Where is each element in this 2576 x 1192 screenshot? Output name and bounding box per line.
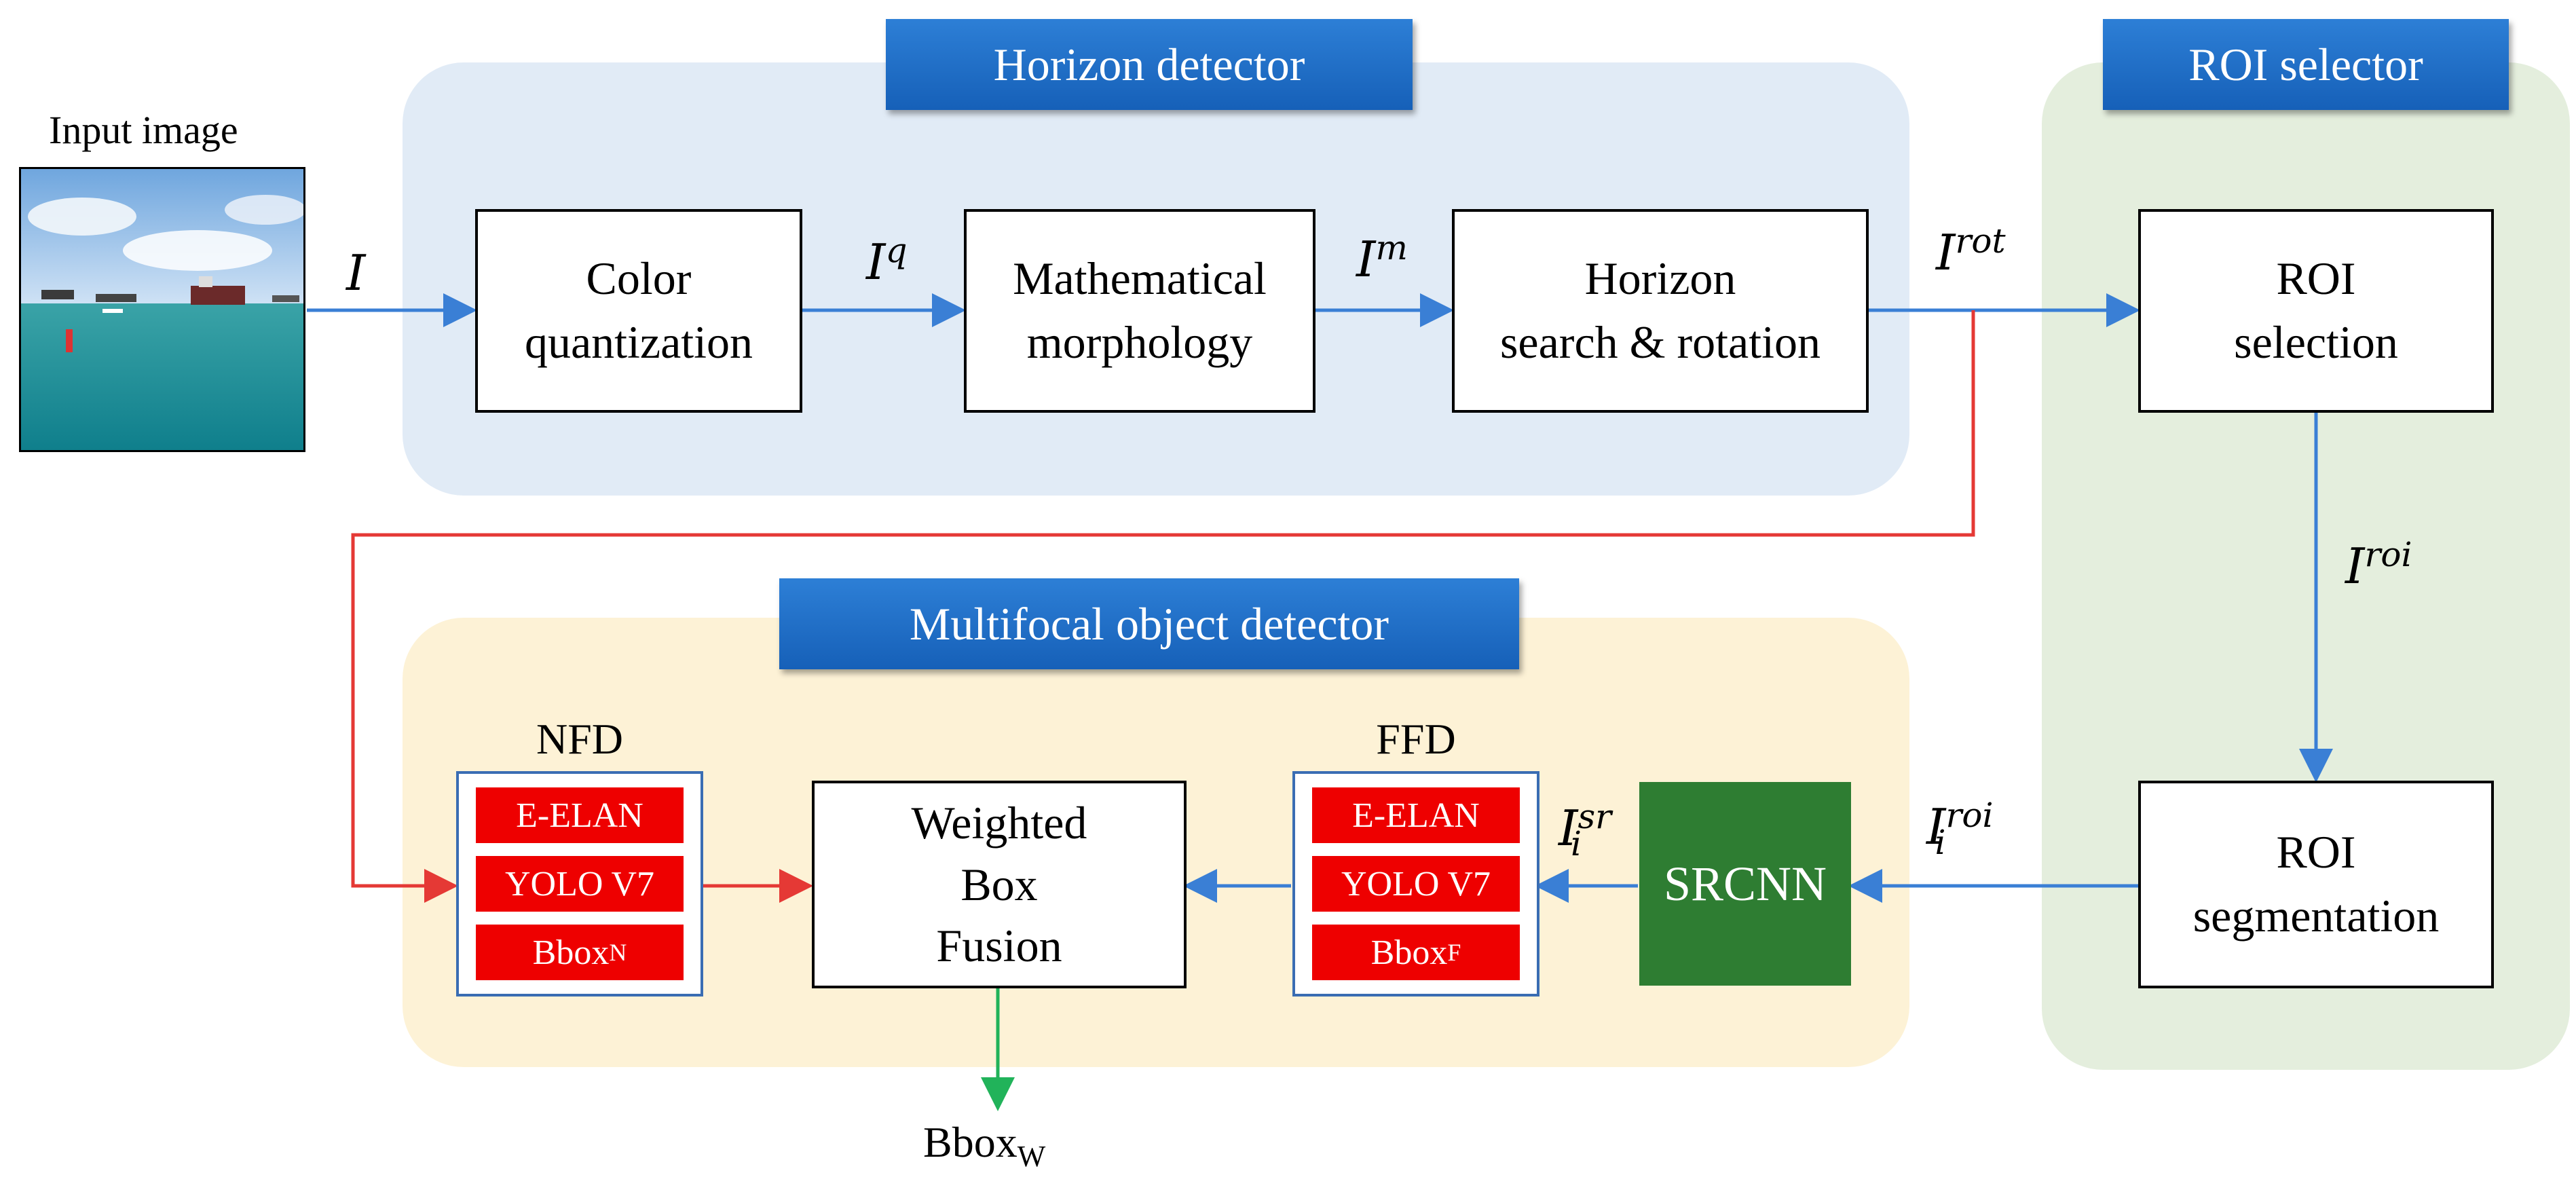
nfd-yolo-chip: YOLO V7 bbox=[476, 856, 684, 912]
horizon-detector-title: Horizon detector bbox=[886, 19, 1413, 110]
signal-iroi: Iroi bbox=[2345, 535, 2412, 595]
ffd-yolo-chip: YOLO V7 bbox=[1312, 856, 1520, 912]
sea-ships-image-icon bbox=[21, 169, 303, 450]
multifocal-detector-title: Multifocal object detector bbox=[779, 578, 1519, 669]
ffd-eelan-chip: E-ELAN bbox=[1312, 787, 1520, 843]
input-image bbox=[19, 167, 305, 452]
signal-iq: Iq bbox=[866, 231, 908, 291]
ffd-label: FFD bbox=[1376, 715, 1456, 763]
signal-i: I bbox=[346, 244, 366, 301]
signal-im: Im bbox=[1356, 228, 1408, 288]
nfd-label: NFD bbox=[536, 715, 624, 763]
signal-iisr: Isri bbox=[1558, 797, 1612, 864]
input-image-caption: Input image bbox=[49, 108, 238, 152]
nfd-eelan-chip: E-ELAN bbox=[476, 787, 684, 843]
srcnn-block: SRCNN bbox=[1639, 782, 1851, 986]
output-bbox-w: BboxW bbox=[923, 1118, 1046, 1173]
signal-iiroi: Iroii bbox=[1926, 796, 1994, 863]
roi-selector-title: ROI selector bbox=[2103, 19, 2509, 110]
signal-irot: Irot bbox=[1936, 221, 2006, 281]
arrow-rotated-to-nfd bbox=[351, 310, 1975, 903]
